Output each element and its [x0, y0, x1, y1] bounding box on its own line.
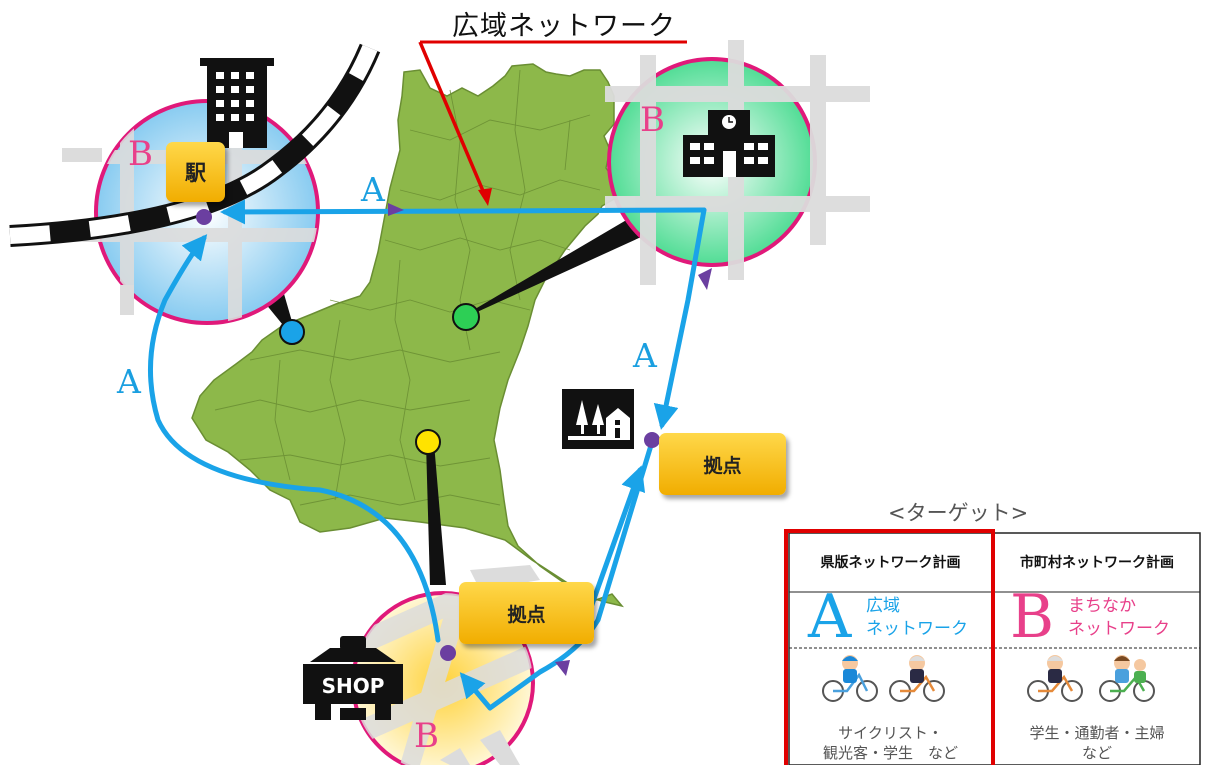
school-icon [683, 110, 775, 177]
route-a-network [147, 199, 707, 711]
cyclist-icon [822, 655, 1155, 702]
legend-header-prefecture: 県版ネットワーク計画 [820, 555, 961, 571]
route-a-hub-link [587, 465, 646, 613]
route-a-west [147, 234, 441, 643]
title-pointer-arrow [418, 41, 488, 199]
legend-b-people-line2: など [1081, 744, 1112, 762]
map-point-yellow [415, 429, 441, 455]
connector-yellow [426, 443, 446, 585]
legend-b-people-line1: 学生・通勤者・主婦 [1029, 724, 1165, 742]
legend-b-line2: ネットワーク [1068, 619, 1170, 639]
node-hub-south [440, 645, 456, 661]
hub-label-south: 拠点 [459, 582, 594, 644]
building-icon [200, 58, 274, 148]
route-a-label-top: A [361, 170, 385, 209]
direction-marks [388, 203, 712, 676]
railway-line [9, 43, 381, 247]
legend-header-municipal: 市町村ネットワーク計画 [1020, 555, 1174, 571]
node-hub-east [644, 432, 660, 448]
hub-label-east: 拠点 [659, 433, 786, 495]
legend-a-people-line2: 観光客・学生 など [822, 744, 958, 762]
legend-letter-a: A [808, 582, 852, 652]
legend: 県版ネットワーク計画 市町村ネットワーク計画 A 広域 ネットワーク B まちな… [788, 532, 1200, 765]
network-b-label-school: B [640, 100, 665, 140]
school-area-streets [605, 40, 870, 285]
connector-green [464, 212, 652, 318]
station-label: 駅 [166, 142, 225, 202]
legend-a-line1: 広域 [866, 596, 900, 616]
network-b-label-shop: B [414, 716, 439, 756]
map-point-green [452, 303, 480, 331]
title-pointer-head [478, 188, 492, 206]
route-a-label-west: A [117, 362, 141, 401]
route-a-label-east: A [633, 336, 657, 375]
highlight-frame [784, 529, 995, 765]
node-station [196, 209, 212, 225]
rest-area-icon [562, 389, 634, 449]
prefecture-map [191, 63, 625, 608]
network-b-label-station: B [128, 134, 153, 174]
map-point-blue [279, 319, 305, 345]
shop-area-streets [353, 593, 533, 765]
route-a-east [653, 207, 707, 430]
legend-b-line1: まちなか [1068, 596, 1136, 616]
shop-icon [303, 636, 403, 720]
shop-label: SHOP [321, 674, 385, 698]
route-a-top [220, 199, 707, 225]
legend-title: <ターゲット> [888, 501, 1029, 525]
route-a-south [459, 439, 655, 711]
wide-area-network-title: 広域ネットワーク [452, 11, 676, 42]
legend-a-people-line1: サイクリスト・ [838, 724, 943, 742]
legend-a-line2: ネットワーク [866, 619, 968, 639]
legend-table [784, 529, 1201, 765]
legend-letter-b: B [1010, 582, 1055, 652]
